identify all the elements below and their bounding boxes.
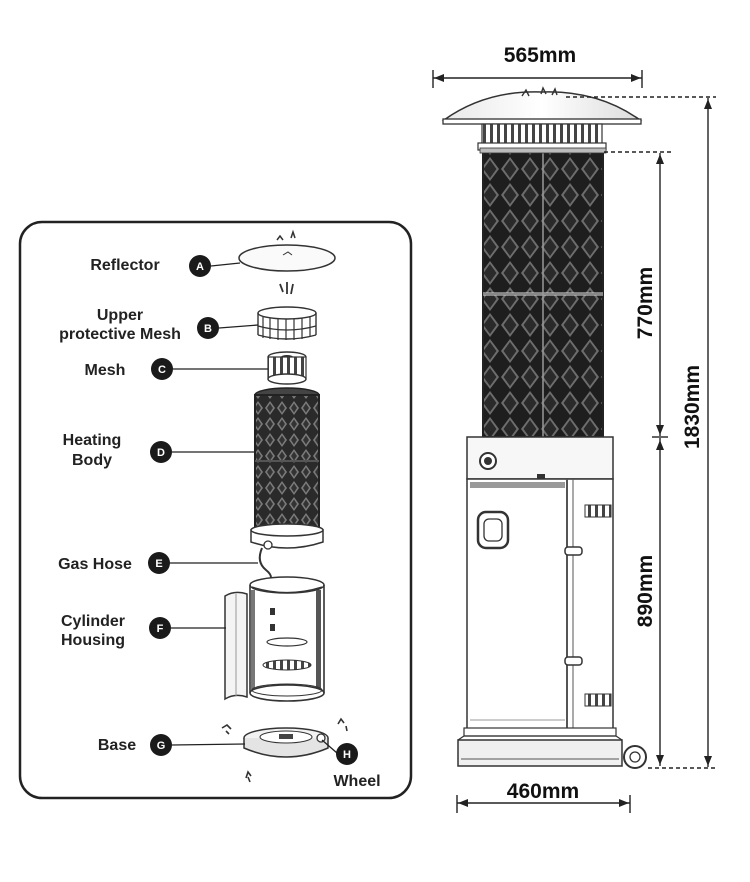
base-part <box>221 723 329 783</box>
dimension-upper-height: 770mm <box>634 267 657 339</box>
badge-g: G <box>150 734 172 756</box>
dimension-base-width: 460mm <box>507 780 579 803</box>
svg-text:C: C <box>158 364 166 376</box>
dimension-lower-height: 890mm <box>634 555 657 627</box>
label-gas-hose: Gas Hose <box>58 556 132 573</box>
badge-c: C <box>151 358 173 380</box>
label-cylinder-housing-line1: Cylinder <box>61 613 125 630</box>
svg-text:B: B <box>204 323 212 335</box>
badge-e: E <box>148 552 170 574</box>
reflector-part <box>238 229 336 295</box>
label-upper-protective-mesh-line1: Upper <box>97 307 143 324</box>
svg-text:G: G <box>157 740 166 752</box>
upper-protective-mesh-part <box>257 306 317 340</box>
label-heating-body-line1: Heating <box>63 432 122 449</box>
badge-b: B <box>197 317 219 339</box>
wheel-part <box>316 717 348 743</box>
assembled-heater <box>441 86 647 769</box>
svg-text:A: A <box>196 261 204 273</box>
label-cylinder-housing-line2: Housing <box>61 632 125 649</box>
badge-d: D <box>150 441 172 463</box>
mesh-part <box>267 351 307 385</box>
label-reflector: Reflector <box>90 257 159 274</box>
svg-text:H: H <box>343 749 351 761</box>
svg-text:F: F <box>157 623 164 635</box>
svg-text:D: D <box>157 447 165 459</box>
dimension-lines <box>432 70 716 813</box>
dimension-total-height: 1830mm <box>681 365 704 449</box>
label-wheel: Wheel <box>333 773 380 790</box>
cylinder-housing-part <box>224 576 325 702</box>
svg-text:E: E <box>155 558 162 570</box>
dimension-top-width: 565mm <box>504 44 576 67</box>
heating-body-part <box>250 387 324 550</box>
label-heating-body-line2: Body <box>72 452 112 469</box>
badge-f: F <box>149 617 171 639</box>
label-mesh: Mesh <box>85 362 126 379</box>
badge-a: A <box>189 255 211 277</box>
label-upper-protective-mesh-line2: protective Mesh <box>59 326 181 343</box>
label-base: Base <box>98 737 136 754</box>
exploded-view-panel <box>18 220 413 800</box>
badge-h: H <box>336 743 358 765</box>
leader-lines <box>170 262 338 754</box>
